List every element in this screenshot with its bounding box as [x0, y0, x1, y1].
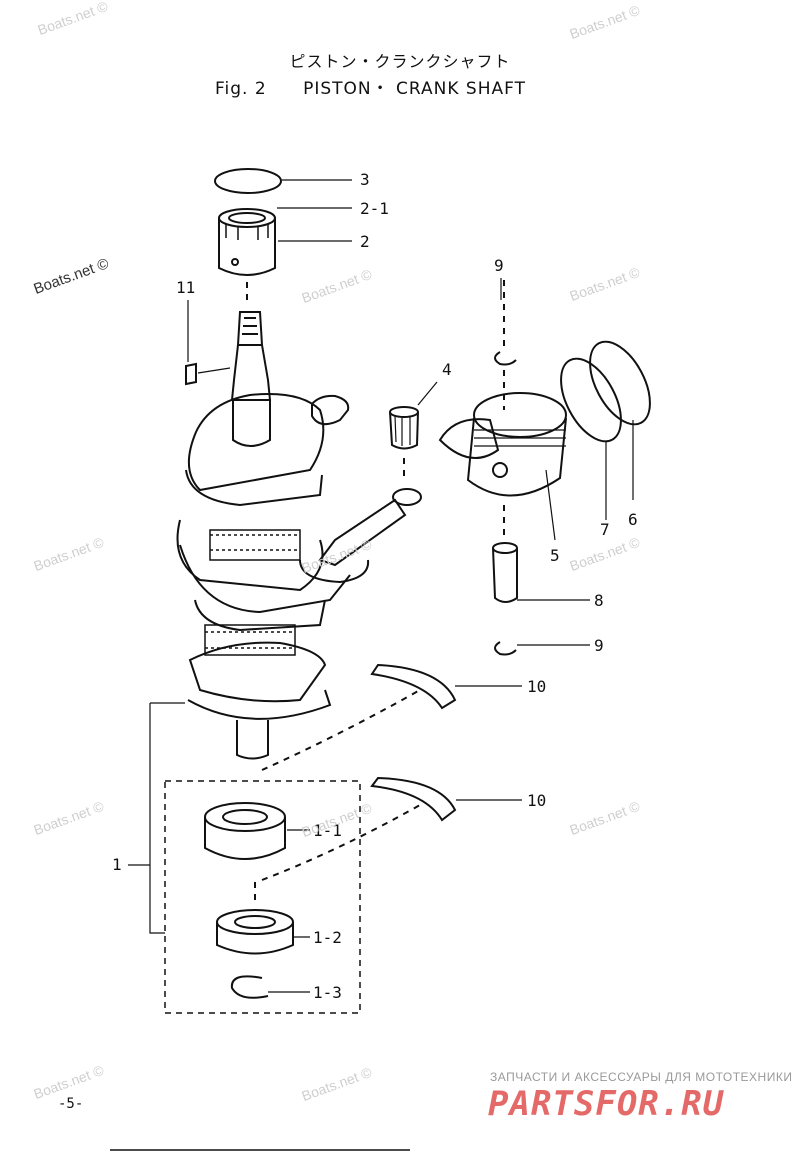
- brand-logo: PARTSFOR.RU: [488, 1084, 725, 1124]
- part-4-needle-bearing: [389, 406, 419, 450]
- callout-1-1: 1-1: [313, 821, 342, 840]
- part-3-ring: [214, 168, 282, 194]
- piston-rings: [560, 340, 651, 443]
- callout-6: 6: [628, 510, 638, 529]
- page-number: -5-: [58, 1096, 84, 1112]
- callout-2-1: 2-1: [360, 199, 389, 218]
- callout-5: 5: [550, 546, 560, 565]
- callout-10-bottom: 10: [527, 791, 547, 810]
- connecting-rod: [299, 488, 422, 584]
- callout-1: 1: [112, 855, 122, 874]
- callout-3: 3: [360, 170, 370, 189]
- part-10-washer-a: [370, 663, 457, 710]
- callout-1-2: 1-2: [313, 928, 342, 947]
- callout-1-3: 1-3: [313, 983, 342, 1002]
- crankshaft: [176, 311, 351, 760]
- callout-7: 7: [600, 520, 610, 539]
- callout-4: 4: [442, 360, 452, 379]
- part-9-clip-bottom: [494, 641, 517, 656]
- callout-8: 8: [594, 591, 604, 610]
- part-1-1-bearing: [204, 802, 286, 860]
- part-9-clip-top: [494, 351, 517, 366]
- part-5-piston: [438, 392, 567, 497]
- part-1-3-circlip: [230, 975, 269, 999]
- part-10-washer-b: [370, 776, 457, 822]
- figure-title: PISTON・ CRANK SHAFT: [303, 79, 526, 99]
- callout-9-bottom: 9: [594, 636, 604, 655]
- figure-label: Fig. 2: [215, 79, 267, 99]
- footer-rule: [110, 1149, 410, 1151]
- diagram-title-jp: ピストン・クランクシャフト: [289, 52, 511, 71]
- callout-9-top: 9: [494, 256, 504, 275]
- brand-caption: ЗАПЧАСТИ И АКСЕССУАРЫ ДЛЯ МОТОТЕХНИКИ: [490, 1070, 793, 1084]
- part-11-key: [185, 362, 197, 386]
- part-1-2-seal: [216, 909, 294, 955]
- leader-lines: [128, 179, 634, 993]
- callout-2: 2: [360, 232, 370, 251]
- assembly-box: [164, 780, 361, 1014]
- part-8-piston-pin: [492, 542, 518, 603]
- diagram-title-en: Fig. 2 PISTON・ CRANK SHAFT: [215, 74, 526, 99]
- callout-11: 11: [176, 278, 196, 297]
- part-2-bush: [218, 208, 276, 276]
- callout-10-top: 10: [527, 677, 547, 696]
